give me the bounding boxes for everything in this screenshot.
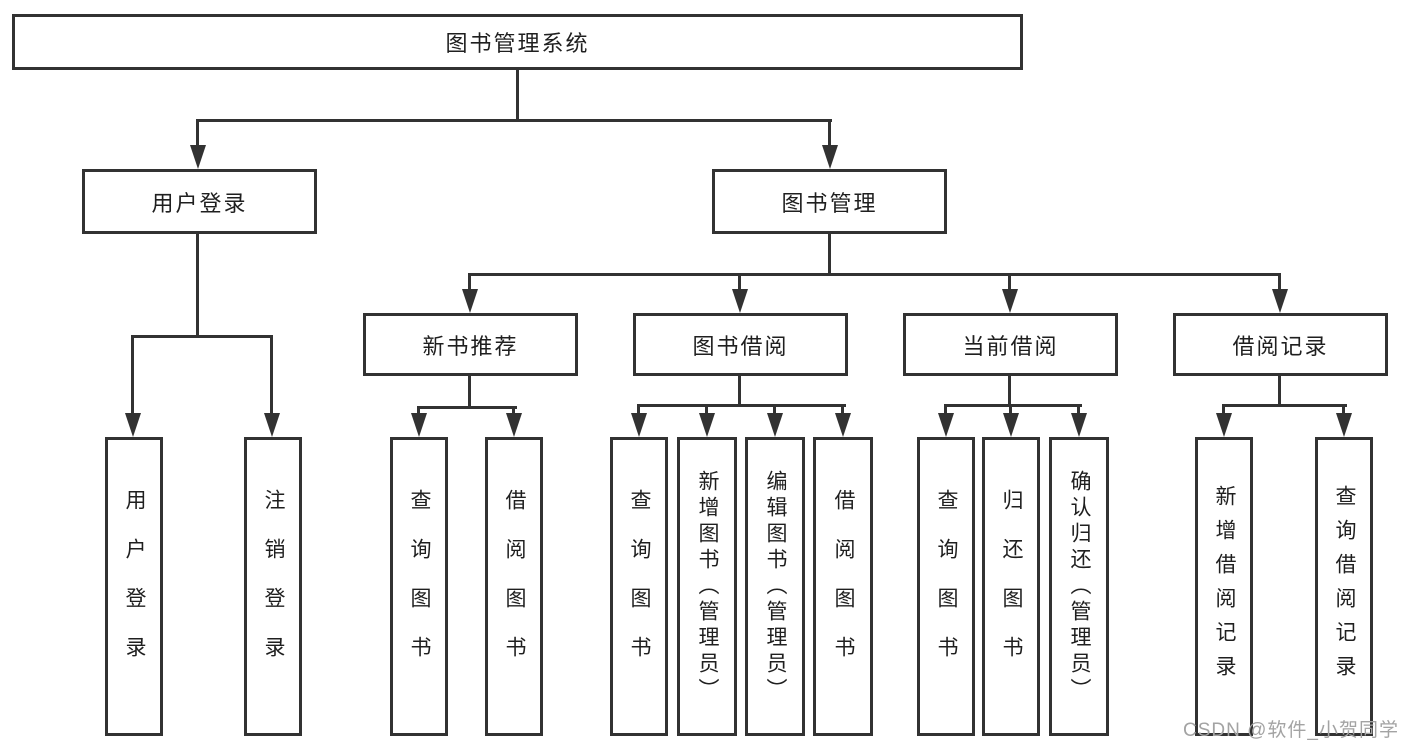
connector-line (196, 234, 199, 338)
arrow-down-icon (264, 413, 280, 437)
leaf-add-book-admin: 新增图书（管理员） (677, 437, 737, 736)
connector-line (196, 119, 199, 149)
arrow-down-icon (732, 289, 748, 313)
connector-line (773, 404, 776, 416)
connector-line (468, 273, 1281, 276)
arrow-down-icon (1272, 289, 1288, 313)
arrow-down-icon (835, 413, 851, 437)
arrow-down-icon (822, 145, 838, 169)
connector-line (516, 69, 519, 121)
node-book-borrow: 图书借阅 (633, 313, 848, 376)
arrow-down-icon (938, 413, 954, 437)
arrow-down-icon (767, 413, 783, 437)
connector-line (1278, 273, 1281, 295)
leaf-return-book: 归还图书 (982, 437, 1040, 736)
connector-line (417, 406, 517, 409)
arrow-down-icon (506, 413, 522, 437)
leaf-user-login: 用户登录 (105, 437, 163, 736)
connector-line (637, 404, 640, 416)
connector-line (468, 273, 471, 295)
connector-line (1009, 404, 1012, 416)
leaf-query-books-borrow: 查询图书 (610, 437, 668, 736)
connector-line (828, 234, 831, 276)
node-current-borrow: 当前借阅 (903, 313, 1118, 376)
connector-line (417, 406, 420, 416)
csdn-watermark: CSDN @软件_小贺同学 (1183, 720, 1399, 741)
connector-line (1008, 376, 1011, 406)
arrow-down-icon (1003, 413, 1019, 437)
connector-line (705, 404, 708, 416)
connector-line (131, 335, 273, 338)
connector-line (131, 335, 134, 415)
connector-line (1222, 404, 1225, 416)
leaf-borrow-books-recommend: 借阅图书 (485, 437, 543, 736)
node-book-management: 图书管理 (712, 169, 947, 234)
connector-line (1278, 376, 1281, 406)
leaf-query-borrow-record: 查询借阅记录 (1315, 437, 1373, 736)
connector-line (828, 119, 831, 149)
node-new-book-recommend: 新书推荐 (363, 313, 578, 376)
leaf-query-books-current: 查询图书 (917, 437, 975, 736)
connector-line (841, 404, 844, 416)
connector-line (1342, 404, 1345, 416)
arrow-down-icon (1002, 289, 1018, 313)
connector-line (196, 119, 832, 122)
arrow-down-icon (411, 413, 427, 437)
leaf-edit-book-admin: 编辑图书（管理员） (745, 437, 805, 736)
connector-line (944, 404, 1082, 407)
connector-line (738, 376, 741, 406)
connector-line (944, 404, 947, 416)
connector-line (512, 406, 515, 416)
arrow-down-icon (1336, 413, 1352, 437)
connector-line (270, 335, 273, 415)
leaf-add-borrow-record: 新增借阅记录 (1195, 437, 1253, 736)
connector-line (1222, 404, 1347, 407)
leaf-borrow-books: 借阅图书 (813, 437, 873, 736)
arrow-down-icon (699, 413, 715, 437)
connector-line (738, 273, 741, 295)
arrow-down-icon (631, 413, 647, 437)
leaf-logout: 注销登录 (244, 437, 302, 736)
connector-line (1008, 273, 1011, 295)
arrow-down-icon (1071, 413, 1087, 437)
node-library-system: 图书管理系统 (12, 14, 1023, 70)
arrow-down-icon (1216, 413, 1232, 437)
leaf-query-books-recommend: 查询图书 (390, 437, 448, 736)
node-borrow-records: 借阅记录 (1173, 313, 1388, 376)
arrow-down-icon (125, 413, 141, 437)
connector-line (468, 376, 471, 408)
arrow-down-icon (462, 289, 478, 313)
arrow-down-icon (190, 145, 206, 169)
connector-line (1077, 404, 1080, 416)
connector-line (637, 404, 846, 407)
leaf-confirm-return-admin: 确认归还（管理员） (1049, 437, 1109, 736)
node-user-login: 用户登录 (82, 169, 317, 234)
